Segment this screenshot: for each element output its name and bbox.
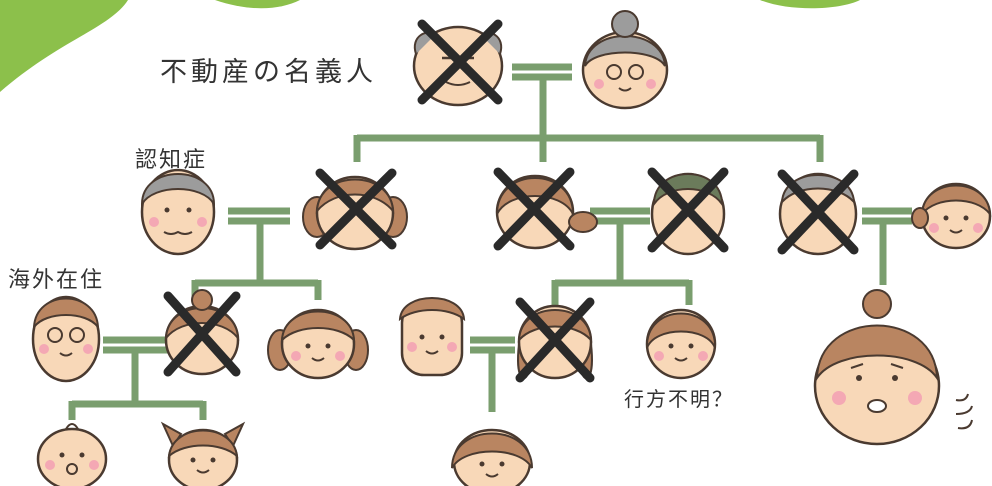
- tree-connector-lines: [68, 63, 912, 420]
- grandmother-face-icon: [581, 10, 669, 110]
- missing-label: 行方不明？: [624, 387, 734, 411]
- deceased-cross-icon: [493, 167, 575, 251]
- overseas-label: 海外在住: [8, 268, 105, 293]
- sigh-mark-icon: [955, 393, 973, 430]
- deceased-cross-icon: [647, 167, 729, 253]
- deceased-cross-icon: [515, 297, 595, 383]
- woman-face-icon: [645, 308, 717, 380]
- girl-face-icon: [160, 421, 246, 486]
- owner-label: 不動産の名義人: [160, 57, 377, 88]
- top-left-leaf-shape: [0, 0, 128, 92]
- old-man-face-icon: [140, 168, 216, 256]
- baby-face-icon: [36, 423, 108, 486]
- top-leaf-shape-2: [760, 0, 860, 9]
- man-glasses-face-icon: [31, 295, 101, 383]
- worried-woman-face-icon: [813, 289, 941, 446]
- deceased-cross-icon: [777, 169, 859, 255]
- top-leaf-shape-1: [215, 0, 300, 9]
- woman-face-icon: [451, 428, 533, 486]
- deceased-cross-icon: [417, 19, 503, 105]
- deceased-cross-icon: [163, 291, 241, 377]
- deceased-cross-icon: [315, 168, 397, 250]
- girl-face-icon: [267, 308, 369, 380]
- man-face-icon: [398, 297, 466, 377]
- woman-face-icon: [911, 182, 992, 250]
- dementia-label: 認知症: [135, 148, 208, 173]
